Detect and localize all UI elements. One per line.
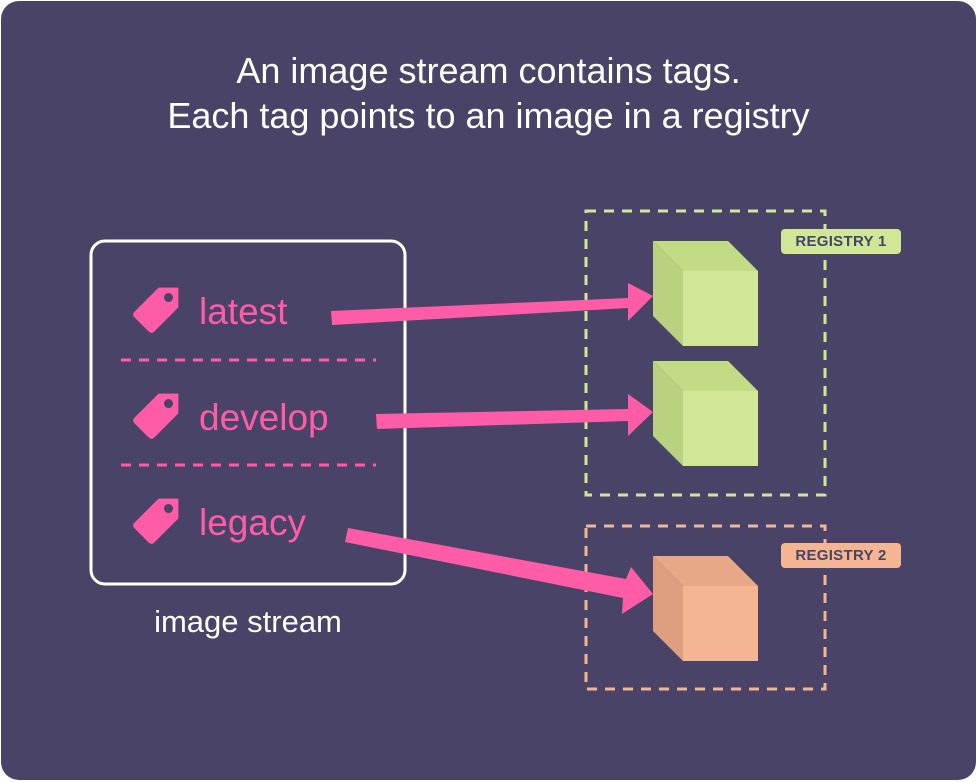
registry-2-box	[584, 524, 827, 691]
image-cube	[653, 241, 758, 346]
arrow-develop	[376, 394, 653, 436]
tag-develop: develop	[199, 397, 329, 438]
title-line-1: An image stream contains tags.	[236, 50, 741, 91]
tag-icon	[133, 498, 179, 544]
image-cube	[653, 556, 758, 661]
registry-2-badge: REGISTRY 2	[781, 543, 901, 568]
tag-icon	[133, 393, 179, 439]
arrow-legacy	[345, 528, 653, 614]
registry-1-box	[584, 209, 827, 497]
image-stream-label: image stream	[154, 604, 342, 639]
image-stream-box	[89, 239, 407, 586]
arrow-latest	[331, 283, 653, 325]
tag-legacy: legacy	[199, 502, 306, 543]
registry-1-badge: REGISTRY 1	[781, 229, 901, 254]
tag-icon	[133, 287, 179, 333]
tag-latest: latest	[199, 291, 288, 332]
title-line-2: Each tag points to an image in a registr…	[167, 95, 810, 136]
image-cube	[653, 361, 758, 466]
